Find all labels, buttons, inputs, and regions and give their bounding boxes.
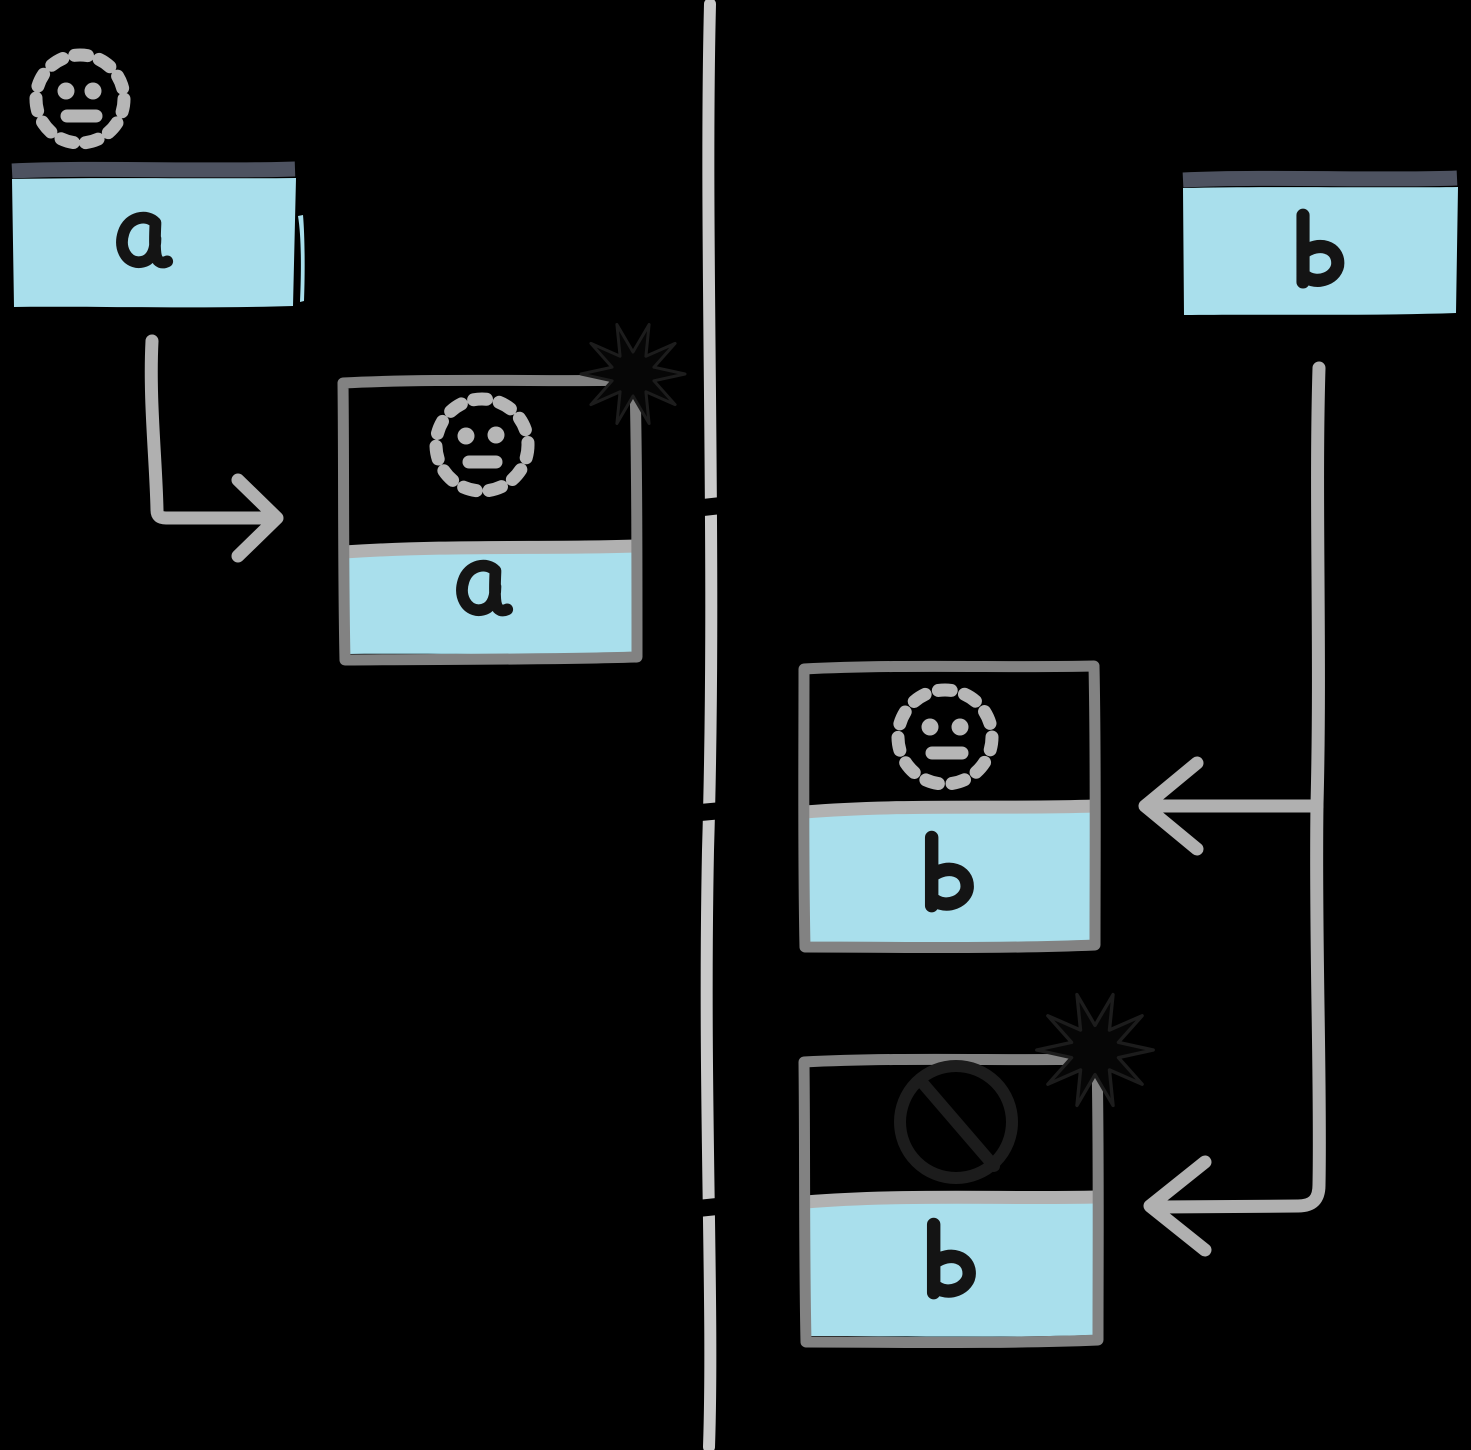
timeline [651, 0, 771, 1450]
card-label [1296, 208, 1345, 289]
card-label [116, 211, 174, 269]
dashed-circle-face-icon [891, 683, 999, 791]
card-border [798, 1053, 1104, 1348]
arrow-right-branch-mid [1138, 756, 1324, 856]
card-divider [805, 1190, 1097, 1209]
card-border [798, 660, 1101, 953]
card-divider [343, 539, 637, 559]
card-label [456, 559, 514, 617]
card-mid-left [337, 323, 687, 666]
arrowhead-left-icon [1143, 1155, 1212, 1257]
card-border [337, 374, 643, 666]
card-label [924, 830, 974, 913]
card-header-bar [1182, 170, 1458, 188]
crossed-circle-icon [894, 1060, 1018, 1184]
card-body [808, 1198, 1094, 1337]
timeline-tick-3 [654, 1192, 771, 1222]
dashed-circle-face-icon [429, 392, 535, 498]
card-divider [804, 799, 1095, 819]
card-label [926, 1217, 976, 1300]
card-header-bar [11, 161, 296, 179]
card-top-left [11, 48, 305, 308]
timeline-line [700, 0, 718, 1450]
arrowhead-right-icon [231, 473, 284, 563]
fill-overshoot [298, 215, 305, 302]
arrowhead-left-icon [1138, 756, 1204, 856]
dashed-circle-face-icon [29, 48, 131, 150]
card-top-right [1182, 170, 1458, 315]
timeline-tick-1 [653, 491, 771, 522]
timeline-tick-2 [651, 797, 771, 826]
card-mid-right [798, 660, 1101, 953]
arrow-left-down-right [144, 334, 284, 563]
card-bottom-right [798, 992, 1155, 1348]
arrow-right-branch-bottom [1143, 361, 1326, 1257]
